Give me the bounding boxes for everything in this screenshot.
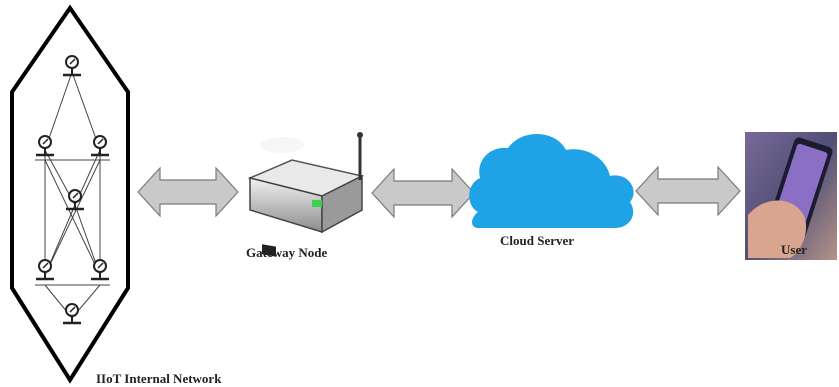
connection-arrows (137, 165, 741, 219)
gateway-label: Gateway Node (246, 245, 327, 260)
cloud-icon (469, 133, 634, 228)
sensor-node-icon (63, 55, 81, 77)
router-icon (247, 132, 365, 257)
sensor-node-icon (63, 303, 81, 325)
bidirectional-arrow (371, 167, 475, 219)
sensor-node-icon (36, 135, 54, 157)
sensor-node-icon (66, 189, 84, 211)
cloud-label: Cloud Server (500, 233, 574, 248)
sensor-node-icon (91, 259, 109, 281)
sensor-node-icon (91, 135, 109, 157)
bidirectional-arrow (635, 165, 741, 217)
sensor-nodes (36, 55, 109, 325)
smartphone-hand-icon (745, 132, 837, 260)
network-boundary (10, 4, 130, 384)
bidirectional-arrow (137, 166, 239, 218)
user-label: User (781, 242, 807, 257)
sensor-node-icon (36, 259, 54, 281)
network-label: IIoT Internal Network (96, 371, 222, 386)
